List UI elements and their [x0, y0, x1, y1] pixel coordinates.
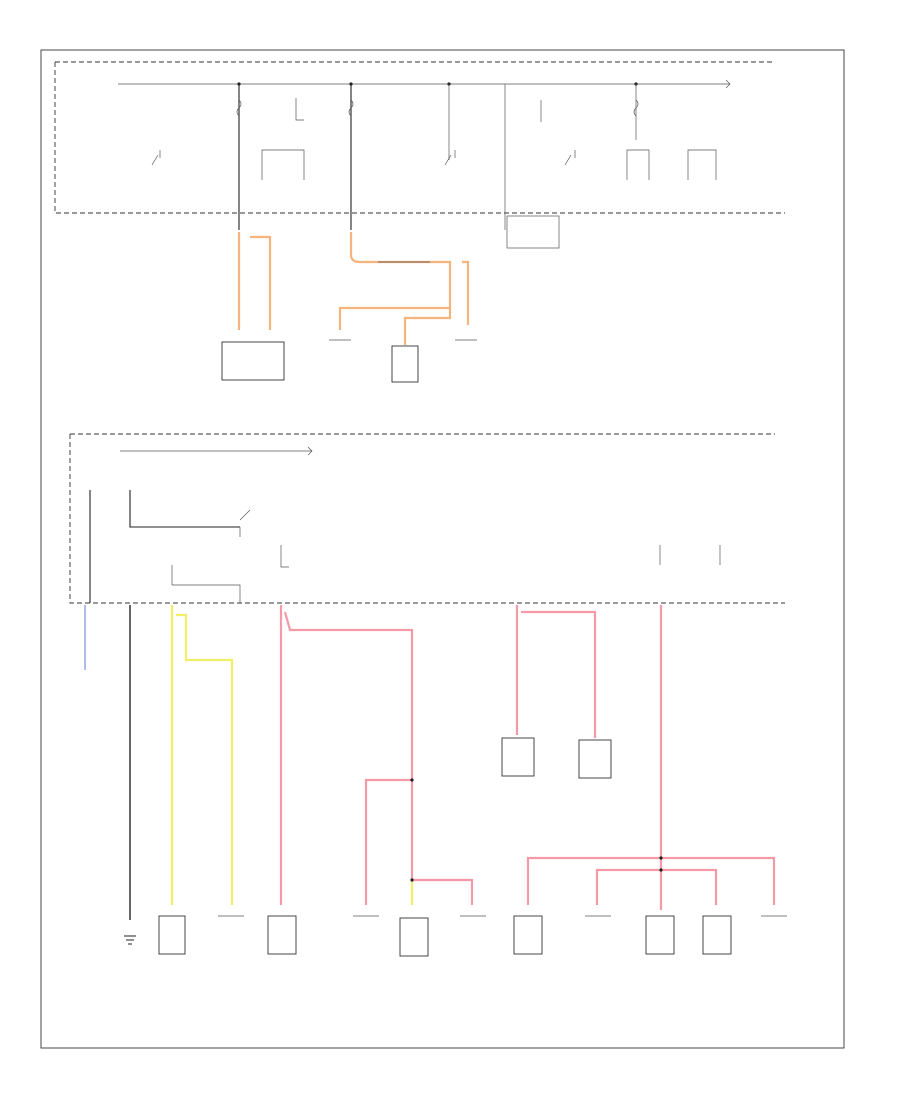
middle-components	[221, 339, 477, 383]
orange-wire	[403, 308, 452, 345]
splice-junction	[659, 868, 663, 872]
fuse-symbol	[295, 98, 304, 121]
top-fuse-block-outline	[54, 61, 785, 214]
connector-block	[506, 215, 560, 249]
bus-link	[172, 584, 241, 603]
yellow-wire	[176, 613, 234, 905]
orange-circuits	[237, 232, 470, 345]
module-box	[391, 345, 419, 383]
fuse-symbol	[348, 99, 354, 117]
lower-fuse-block-outline	[69, 433, 785, 604]
relay-switch	[564, 150, 576, 166]
module-box	[513, 915, 543, 955]
relay-switch	[239, 509, 251, 537]
orange-wire	[462, 260, 470, 325]
fuse-symbol	[633, 99, 639, 117]
splice-junction	[410, 778, 414, 782]
fuse-symbol	[236, 99, 242, 117]
relay-circuit	[129, 490, 240, 528]
relay-switch	[261, 149, 305, 180]
module-box	[578, 739, 612, 779]
splice-junction	[410, 878, 414, 882]
module-box	[399, 917, 429, 957]
ground-symbol	[124, 935, 136, 945]
relay-switch	[444, 150, 456, 166]
module-box	[702, 915, 732, 955]
pink-wire	[661, 856, 776, 905]
pink-wire	[283, 611, 414, 880]
pink-wire	[661, 868, 718, 905]
pink-wire	[364, 778, 412, 905]
module-box	[501, 737, 535, 777]
relay-switch	[687, 149, 717, 180]
lower-circuits	[84, 605, 776, 920]
splice-junction	[659, 856, 663, 860]
bottom-components	[124, 915, 787, 957]
pink-wire	[595, 868, 661, 905]
pink-wire	[521, 610, 597, 738]
lower-fuse-block	[69, 433, 785, 604]
module-box	[645, 915, 675, 955]
orange-wire	[338, 232, 452, 330]
top-fuse-block	[54, 61, 785, 249]
relay-switch	[626, 149, 650, 180]
bus-arrow	[307, 446, 313, 456]
pink-wire	[526, 856, 661, 905]
upper-modules	[501, 737, 612, 779]
orange-wire	[250, 235, 272, 330]
diagram-border	[40, 49, 845, 1049]
module-box	[158, 915, 186, 955]
module-box	[221, 341, 285, 381]
fuse-symbol	[280, 545, 289, 568]
module-box	[267, 915, 297, 955]
pink-wire	[412, 878, 474, 905]
bus-arrow	[725, 79, 731, 89]
relay-switch	[151, 150, 161, 166]
